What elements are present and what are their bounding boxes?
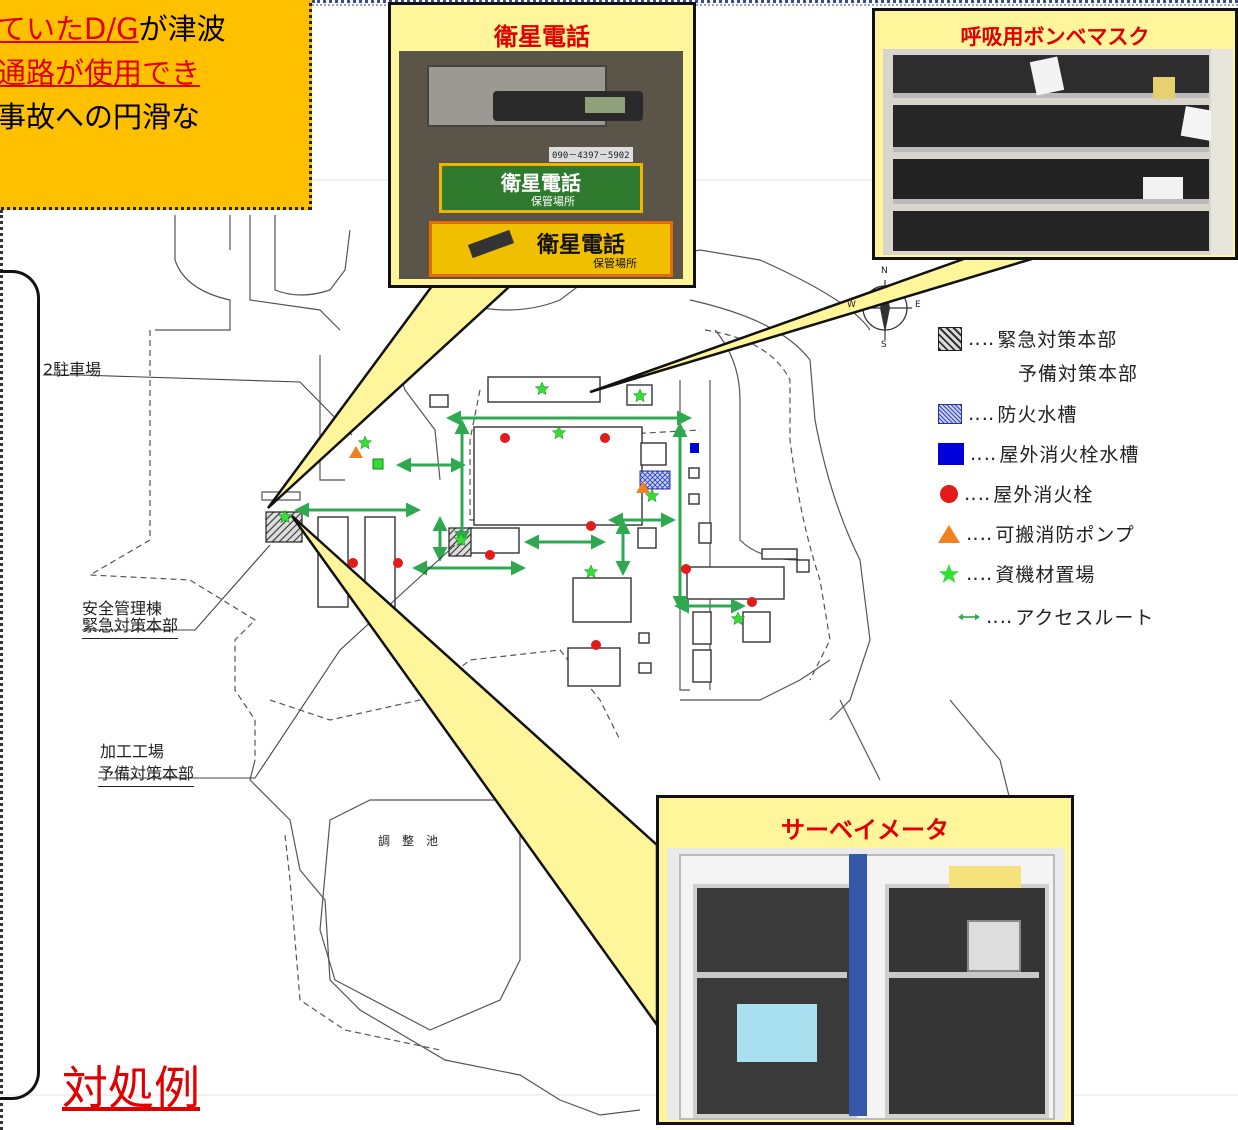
shelf-right xyxy=(889,972,1039,978)
legend-label: 屋外消火栓水槽 xyxy=(999,444,1140,466)
legend-item-hydrant-tank: ‥‥ 屋外消火栓水槽 xyxy=(938,440,1139,467)
tag-3 xyxy=(1153,77,1175,99)
blue-square-icon xyxy=(938,442,964,465)
shelf-row-4 xyxy=(893,211,1209,251)
storage-star-icon xyxy=(730,611,746,626)
sign-2-text: 衛星電話 xyxy=(537,233,626,258)
note-line-1-red: ていたD/G xyxy=(0,12,139,46)
legend-label: 屋外消火栓 xyxy=(993,484,1094,506)
cabinet-divider xyxy=(849,854,867,1116)
legend-item-hydrant: ‥‥ 屋外消火栓 xyxy=(938,480,1093,507)
note-line-1-black: が津波 xyxy=(138,12,226,46)
label-process-plant: 加工工場 xyxy=(100,742,165,761)
red-circle-icon xyxy=(940,484,958,503)
legend-item-emergency-hq: ‥‥ 緊急対策本部 xyxy=(938,325,1117,352)
legend-dots: ‥‥ xyxy=(968,402,996,425)
legend-item-storage: ‥‥ 資機材置場 xyxy=(938,560,1095,587)
breathing-mask-photo xyxy=(883,49,1233,255)
yellow-notice xyxy=(949,866,1021,888)
satellite-phone-title: 衛星電話 xyxy=(494,23,590,51)
legend-label: 緊急対策本部 xyxy=(997,329,1118,351)
legend-dots: ‥‥ xyxy=(968,327,996,350)
sign-1-sub: 保管場所 xyxy=(531,195,575,208)
legend-dots: ‥‥ xyxy=(986,605,1014,628)
legend-dots: ‥‥ xyxy=(964,482,992,505)
shelf-post xyxy=(1211,49,1233,255)
green-star-icon xyxy=(938,563,960,583)
legend-label: 資機材置場 xyxy=(995,564,1096,586)
legend-dots: ‥‥ xyxy=(966,562,994,585)
breathing-mask-callout: 呼吸用ボンベマスク xyxy=(872,8,1238,260)
sign-1 xyxy=(439,163,643,213)
storage-star-icon xyxy=(632,388,648,403)
info-sheet xyxy=(737,1004,817,1062)
legend-label: 防火水槽 xyxy=(997,404,1078,426)
satellite-phone-callout: 衛星電話 090－4397－5902 衛星電話 保管場所 衛星電話 保管場所 xyxy=(388,2,696,288)
legend-item-access-route: ‥‥ アクセスルート xyxy=(958,603,1154,630)
left-dotted-border xyxy=(0,210,3,1130)
compass-n: N xyxy=(881,266,888,276)
legend-label: アクセスルート xyxy=(1015,607,1155,629)
sign-2-sub: 保管場所 xyxy=(593,257,637,270)
storage-star-icon xyxy=(551,425,567,440)
satellite-phone-photo: 090－4397－5902 衛星電話 保管場所 衛星電話 保管場所 xyxy=(399,51,683,279)
crosshatch-square-icon xyxy=(938,403,962,424)
tag-4 xyxy=(1143,177,1183,199)
hatched-square-icon xyxy=(938,326,962,351)
survey-meter-title: サーベイメータ xyxy=(781,816,949,844)
note-line-2-red: 通路が使用でき xyxy=(0,56,201,90)
phone-number-label: 090－4397－5902 xyxy=(549,147,633,162)
label-safety-bldg-hq: 緊急対策本部 xyxy=(82,612,179,639)
phone-screen xyxy=(585,97,625,113)
storage-star-icon xyxy=(534,381,550,396)
shelf-row-2 xyxy=(893,105,1209,152)
label-parking: 2駐車場 xyxy=(43,360,102,379)
storage-star-icon xyxy=(357,435,373,450)
storage-star-icon xyxy=(583,564,599,579)
survey-meter-photo xyxy=(667,848,1065,1120)
cabinet-left-glass xyxy=(693,884,857,1118)
compass-w: W xyxy=(847,300,856,310)
sign-1-text: 衛星電話 xyxy=(501,171,581,195)
note-line-1: ていたD/Gが津波 xyxy=(0,7,309,51)
note-box: ていたD/Gが津波 通路が使用でき 事故への円滑な xyxy=(0,0,312,210)
breathing-mask-title: 呼吸用ボンベマスク xyxy=(960,25,1150,49)
legend-item-backup-hq: 予備対策本部 xyxy=(1018,359,1138,386)
label-process-plant-hq: 予備対策本部 xyxy=(98,760,195,787)
legend-item-pump: ‥‥ 可搬消防ポンプ xyxy=(938,520,1135,547)
legend-item-fire-tank: ‥‥ 防火水槽 xyxy=(938,400,1077,427)
legend-dots: ‥‥ xyxy=(966,522,994,545)
storage-star-icon xyxy=(644,488,660,503)
label-safety-bldg: 安全管理棟 xyxy=(82,599,163,618)
storage-star-icon xyxy=(277,509,293,524)
note-line-2: 通路が使用でき xyxy=(0,51,309,95)
compass-s: S xyxy=(881,340,887,350)
meter-device xyxy=(967,920,1021,972)
legend-label: 予備対策本部 xyxy=(1018,363,1139,385)
example-label: 対処例 xyxy=(62,1061,200,1115)
top-dotted-border xyxy=(312,0,1238,6)
double-arrow-icon xyxy=(958,613,980,620)
note-line-3-black: 事故への円滑な xyxy=(0,100,201,134)
compass-e: E xyxy=(915,300,921,310)
note-line-3: 事故への円滑な xyxy=(0,95,309,139)
label-pond: 調 整 池 xyxy=(378,834,439,848)
storage-star-icon xyxy=(453,532,469,547)
legend-dots: ‥‥ xyxy=(970,442,998,465)
left-bracket-frame xyxy=(0,270,40,1100)
legend-label: 可搬消防ポンプ xyxy=(995,524,1135,546)
orange-triangle-icon xyxy=(938,524,960,543)
survey-meter-callout: サーベイメータ xyxy=(656,795,1074,1125)
shelf-left xyxy=(697,972,847,978)
